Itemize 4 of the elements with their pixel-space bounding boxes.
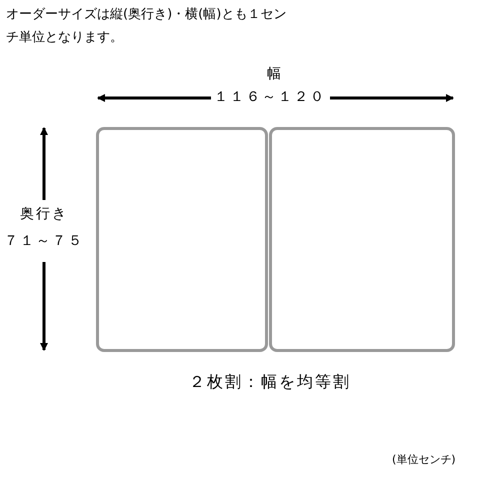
note-text: オーダーサイズは縦(奥行き)・横(幅)とも１センチ単位となります。 [6, 6, 288, 47]
panel-outline [269, 127, 455, 352]
unit-note: (単位センチ) [392, 453, 456, 466]
panel-outline [96, 127, 268, 352]
